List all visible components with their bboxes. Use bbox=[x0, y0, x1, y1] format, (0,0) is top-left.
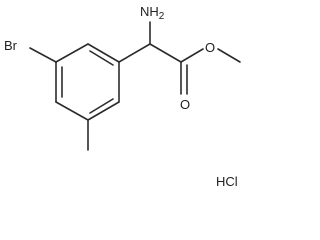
ring-to-alpha-carbon-bond bbox=[118, 43, 151, 63]
ring-bond-4 bbox=[55, 101, 89, 121]
carbonyl-to-ester-oxygen-bond bbox=[180, 48, 204, 63]
molecule-drawing: Br NH2 O O HCl bbox=[4, 4, 241, 189]
ester-oxygen-label: O bbox=[205, 40, 215, 55]
structure-diagram: Br NH2 O O HCl bbox=[4, 4, 241, 189]
amine-label: NH2 bbox=[140, 4, 165, 22]
ring-double-bond-1 bbox=[89, 50, 114, 66]
benzene-ring bbox=[55, 43, 120, 121]
hcl-label: HCl bbox=[216, 174, 238, 189]
alpha-to-carbonyl-bond bbox=[149, 43, 182, 63]
ring-double-bond-2 bbox=[89, 98, 114, 114]
carbonyl-oxygen-label: O bbox=[180, 97, 190, 112]
ring-bond-1 bbox=[87, 43, 120, 63]
bromine-label: Br bbox=[4, 38, 18, 53]
ester-oxygen-to-methyl-bond bbox=[217, 48, 241, 63]
ring-bond-3 bbox=[87, 101, 120, 121]
ring-bond-6 bbox=[55, 43, 89, 63]
bromo-bond bbox=[29, 47, 57, 63]
